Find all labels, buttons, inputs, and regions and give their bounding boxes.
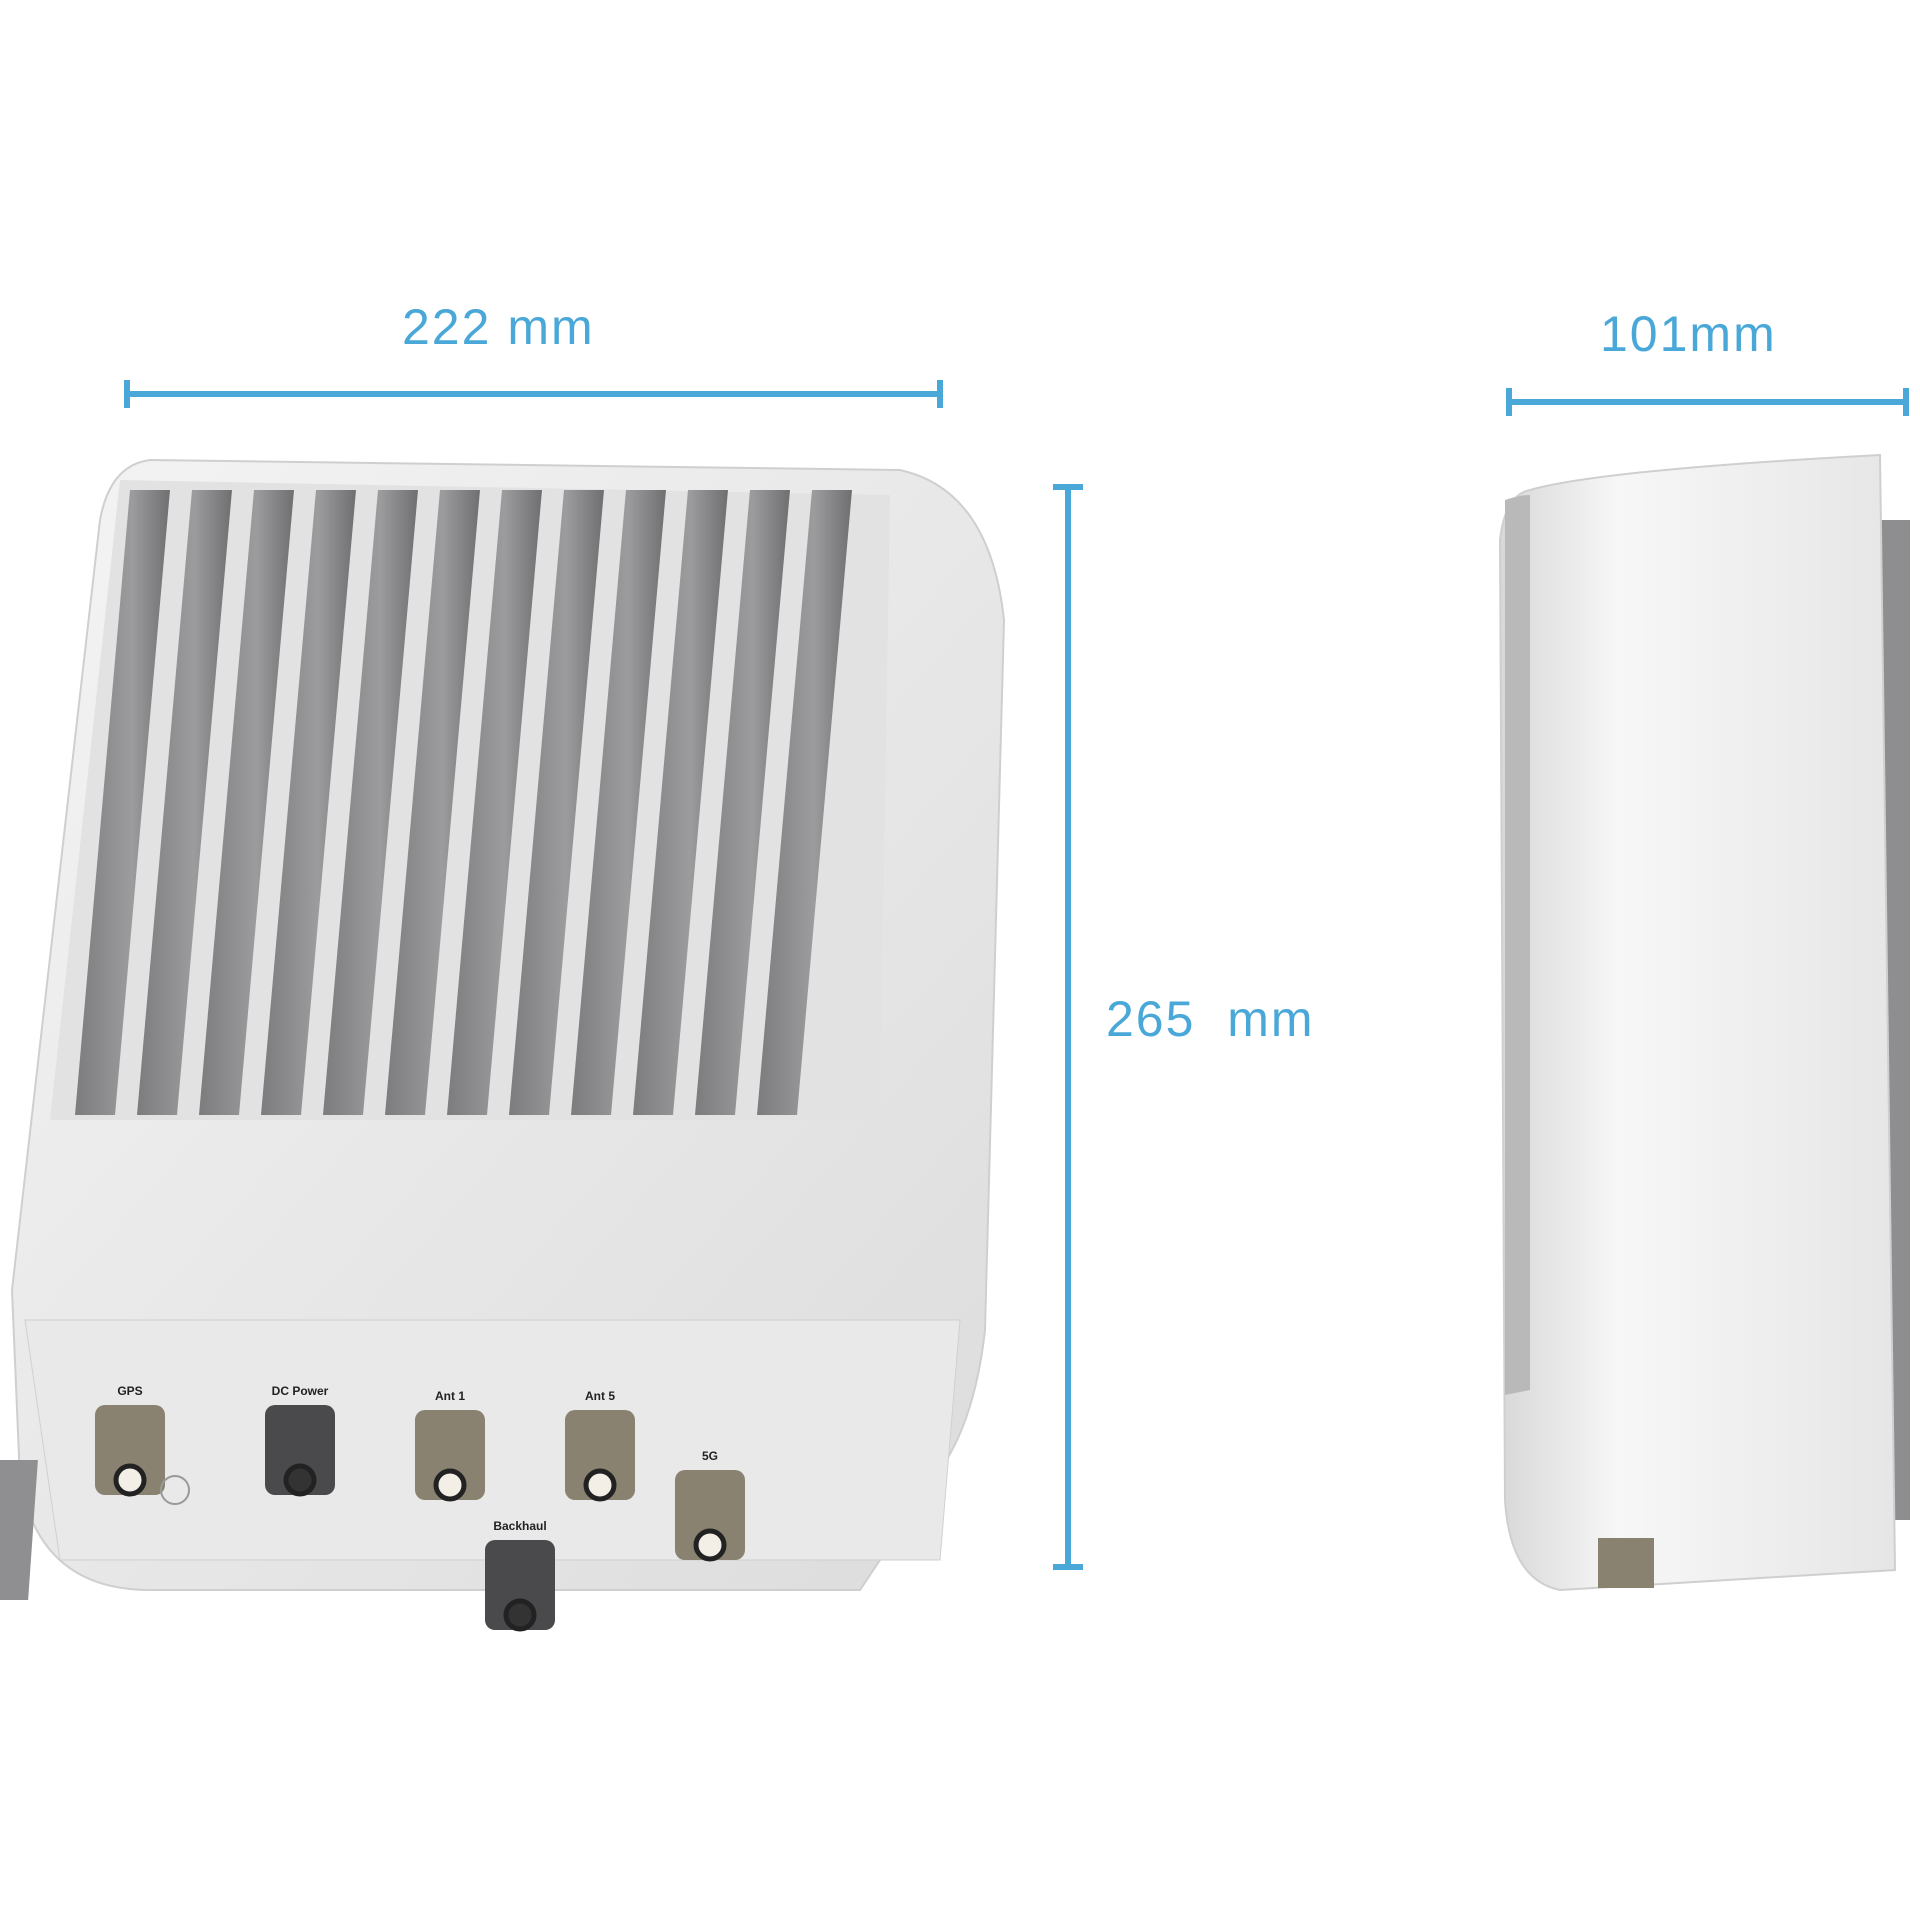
connector-panel: GPS DC Power Ant 1 Ant 5 Backhaul 5G bbox=[95, 1384, 745, 1632]
port-gps: GPS bbox=[95, 1384, 165, 1497]
port-label: GPS bbox=[117, 1384, 142, 1398]
port-label: Ant 1 bbox=[435, 1389, 465, 1403]
height-label: 265 mm bbox=[1106, 991, 1315, 1047]
heatsink-fins bbox=[75, 490, 852, 1115]
port-label: 5G bbox=[702, 1449, 718, 1463]
heatsink-fin bbox=[261, 490, 356, 1115]
port-5g: 5G bbox=[675, 1449, 745, 1562]
heatsink-fin bbox=[571, 490, 666, 1115]
port-dc-power: DC Power bbox=[265, 1384, 335, 1497]
port-label: Ant 5 bbox=[585, 1389, 615, 1403]
heatsink-fin bbox=[633, 490, 728, 1115]
heatsink-fin bbox=[509, 490, 604, 1115]
heatsink-fin bbox=[695, 490, 790, 1115]
port-backhaul: Backhaul bbox=[485, 1519, 555, 1632]
depth-dimension-line bbox=[1506, 388, 1909, 416]
heatsink-fin bbox=[323, 490, 418, 1115]
device-front-view: GPS DC Power Ant 1 Ant 5 Backhaul 5G bbox=[0, 458, 1006, 1632]
heatsink-fin bbox=[757, 490, 852, 1115]
heatsink-fin bbox=[199, 490, 294, 1115]
heatsink-fin bbox=[385, 490, 480, 1115]
device-side-view bbox=[1498, 453, 1910, 1592]
port-label: Backhaul bbox=[493, 1519, 546, 1533]
height-dimension-line bbox=[1053, 484, 1083, 1570]
port-label: DC Power bbox=[272, 1384, 329, 1398]
ground-bracket bbox=[0, 1460, 38, 1600]
width-dimension-line bbox=[124, 380, 943, 408]
port-ant-1: Ant 1 bbox=[415, 1389, 485, 1502]
heatsink-fin bbox=[137, 490, 232, 1115]
depth-label: 101mm bbox=[1600, 306, 1777, 362]
heatsink-fin bbox=[75, 490, 170, 1115]
heatsink-fin bbox=[447, 490, 542, 1115]
ground-symbol-icon bbox=[160, 1475, 190, 1505]
port-ant-5: Ant 5 bbox=[565, 1389, 635, 1502]
width-label: 222 mm bbox=[402, 299, 595, 355]
